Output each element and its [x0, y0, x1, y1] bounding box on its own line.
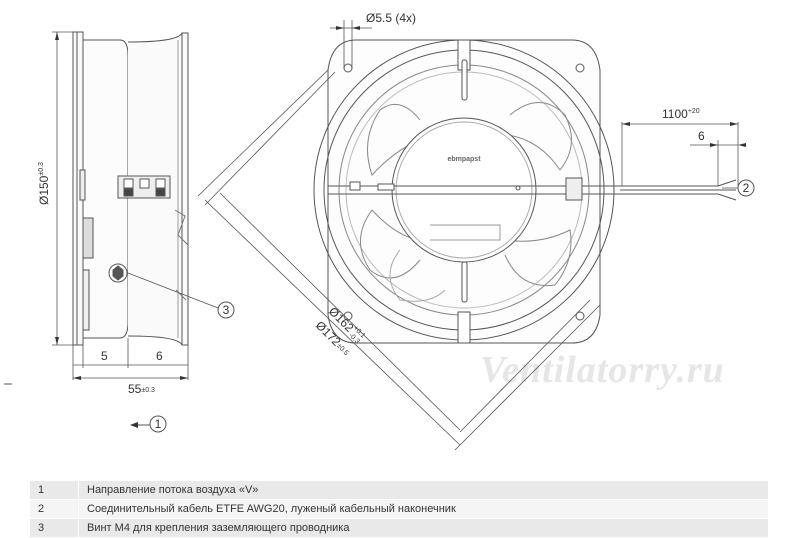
side-dimensions: [52, 31, 219, 380]
legend-table: 1 Направление потока воздуха «V» 2 Соеди…: [30, 481, 768, 538]
svg-text:2: 2: [743, 181, 750, 195]
callout-3: 3: [217, 301, 235, 319]
front-dimensions: [197, 20, 739, 451]
technical-drawing: Ventilatorry.ru: [4, 11, 755, 451]
legend-text: Винт M4 для крепления заземляющего прово…: [78, 518, 768, 538]
dim-150: Ø150±0.3: [37, 162, 51, 205]
legend-num: 1: [30, 481, 79, 500]
svg-text:1: 1: [155, 417, 162, 431]
dim-55: 55±0.3: [128, 382, 155, 396]
legend-text: Направление потока воздуха «V»: [78, 481, 768, 500]
dim-1100: 1100+20: [662, 107, 700, 121]
front-view: [313, 39, 737, 344]
callout-1: 1: [130, 415, 167, 433]
watermark: Ventilatorry.ru: [480, 349, 725, 391]
dim-hole: Ø5.5 (4x): [366, 11, 416, 25]
svg-text:3: 3: [223, 303, 230, 317]
dim-5: 5: [101, 349, 108, 363]
callout-2: 2: [737, 179, 755, 197]
legend-row: 1 Направление потока воздуха «V»: [30, 481, 768, 500]
dim-6-cable: 6: [698, 129, 705, 143]
dim-6-side: 6: [156, 349, 163, 363]
legend-text: Соединительный кабель ETFE AWG20, лужены…: [78, 499, 768, 519]
legend-row: 3 Винт M4 для крепления заземляющего про…: [30, 518, 768, 538]
legend-num: 3: [30, 518, 79, 538]
legend-num: 2: [30, 499, 79, 519]
legend-row: 2 Соединительный кабель ETFE AWG20, луже…: [30, 499, 768, 519]
hub-brand-label: ebmpapst: [447, 156, 481, 163]
side-view: [72, 31, 189, 346]
